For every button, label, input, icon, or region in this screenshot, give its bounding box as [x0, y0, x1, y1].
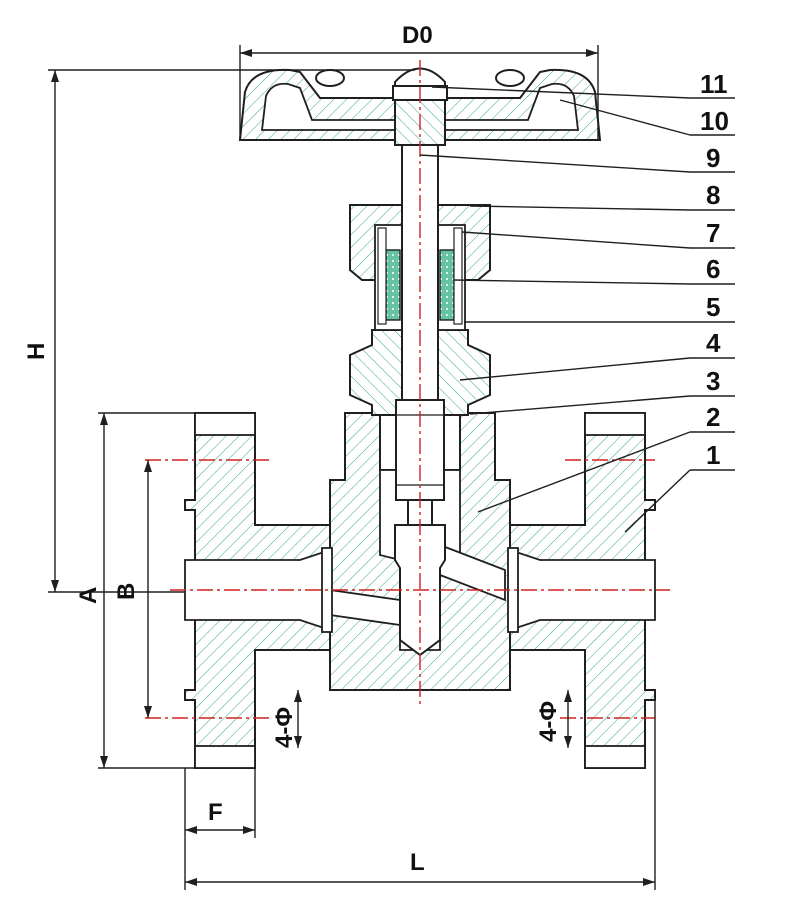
handwheel [238, 67, 602, 146]
part-label-2: 2 [706, 402, 720, 432]
part-label-5: 5 [706, 292, 720, 322]
dim-b-label: B [113, 583, 140, 600]
dim-a-label: A [75, 587, 102, 604]
part-label-6: 6 [706, 254, 720, 284]
part-label-11: 11 [700, 69, 728, 99]
dim-h-label: H [23, 343, 50, 360]
dim-holes-right-label: 4-Φ [535, 701, 562, 742]
dim-d0-label: D0 [402, 22, 433, 49]
part-label-4: 4 [706, 328, 721, 358]
centerlines [145, 60, 670, 719]
part-callouts: 11 10 9 8 7 6 5 4 3 2 [419, 69, 735, 533]
dimensions: D0 H A B F L 4-Φ 4-Φ [23, 22, 656, 890]
dim-l-label: L [410, 849, 425, 876]
dim-holes-left-label: 4-Φ [271, 707, 298, 748]
part-label-1: 1 [706, 440, 720, 470]
dim-f-label: F [208, 799, 223, 826]
part-label-9: 9 [706, 143, 720, 173]
part-label-10: 10 [700, 106, 729, 136]
part-label-3: 3 [706, 366, 720, 396]
part-label-7: 7 [706, 218, 720, 248]
part-label-8: 8 [706, 180, 720, 210]
